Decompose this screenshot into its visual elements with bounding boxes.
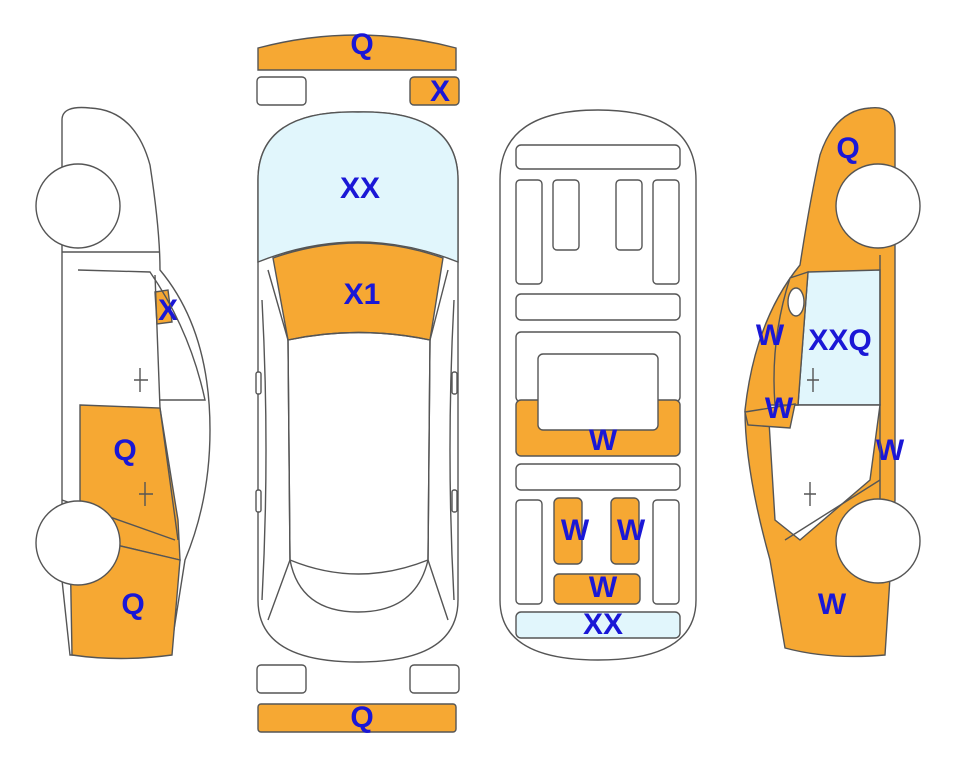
front-right-inner: [615, 179, 643, 251]
right-rear-handle: [804, 482, 816, 506]
left-taillight[interactable]: [256, 664, 307, 694]
windshield[interactable]: [257, 111, 459, 264]
right-front-handle: [807, 368, 819, 392]
rear-window-outline: [289, 559, 429, 613]
front-bumper-label: Q: [350, 28, 373, 61]
rear-panel[interactable]: [515, 611, 681, 639]
front-view: Q X: [256, 28, 460, 108]
right-door-trim[interactable]: [744, 403, 796, 429]
rear-crossmember-label: W: [589, 571, 618, 604]
right-front-fender-label: Q: [836, 132, 859, 165]
left-front-handle: [134, 368, 148, 392]
left-rear-handle: [139, 482, 153, 506]
right-sill-line: [784, 479, 881, 541]
right-rocker-line: [449, 299, 455, 601]
front-left-rail: [515, 179, 543, 285]
rear-view: Q: [256, 664, 460, 734]
left-rear-quarter-label: Q: [121, 588, 144, 621]
rear-bumper-label: Q: [350, 701, 373, 734]
right-side-view: Q XXQ W W W W: [744, 106, 921, 658]
rear-mid-crossmember: [515, 463, 681, 491]
left-door-handle-mark: [255, 489, 262, 513]
left-side-view: Q Q X: [35, 106, 211, 660]
right-door-handle-mark: [451, 489, 458, 513]
rear-right-rail-label: W: [617, 514, 646, 547]
mid-crossmember: [515, 293, 681, 321]
tunnel-plate: [537, 353, 659, 431]
left-a-pillar-line: [267, 269, 291, 621]
rear-panel-label: XX: [583, 608, 623, 641]
left-rocker-line: [261, 299, 267, 601]
left-front-wheel: [35, 163, 121, 249]
front-crossmember: [515, 144, 681, 170]
left-headlight[interactable]: [256, 76, 307, 106]
right-rear-window: [767, 404, 881, 541]
left-mirror-label: X: [158, 294, 178, 327]
right-door-trim-label: W: [765, 392, 794, 425]
left-rear-door-label: Q: [113, 434, 136, 467]
right-rocker-label: W: [818, 588, 847, 621]
right-front-wheel: [835, 163, 921, 249]
center-member-label: W: [589, 424, 618, 457]
left-mirror-mark: [255, 371, 262, 395]
right-rear-wheel: [835, 498, 921, 584]
left-rear-wheel: [35, 500, 121, 586]
right-a-pillar-label: W: [756, 319, 785, 352]
front-bumper[interactable]: [257, 34, 457, 71]
top-view: XX X1: [255, 111, 459, 663]
underbody-view: W W W W XX: [499, 109, 697, 661]
right-taillight[interactable]: [409, 664, 460, 694]
rear-right-outer: [652, 499, 680, 605]
left-window-line: [77, 269, 206, 401]
rear-left-rail-label: W: [561, 514, 590, 547]
rear-left-rail[interactable]: [553, 497, 583, 565]
right-headlight[interactable]: [409, 76, 460, 106]
front-right-rail: [652, 179, 680, 285]
rear-left-outer: [515, 499, 543, 605]
right-a-pillar-line: [427, 269, 449, 621]
rear-crossmember[interactable]: [553, 573, 641, 605]
right-mirror-mark: [451, 371, 458, 395]
rear-right-rail[interactable]: [610, 497, 640, 565]
windshield-label: XX: [340, 172, 380, 205]
front-left-inner: [552, 179, 580, 251]
right-headlight-label: X: [430, 75, 450, 108]
right-front-window-label: XXQ: [808, 324, 871, 357]
right-mirror: [787, 287, 805, 317]
left-door-split: [154, 274, 179, 541]
hood-label: X1: [344, 278, 381, 311]
rear-bumper[interactable]: [257, 703, 457, 733]
